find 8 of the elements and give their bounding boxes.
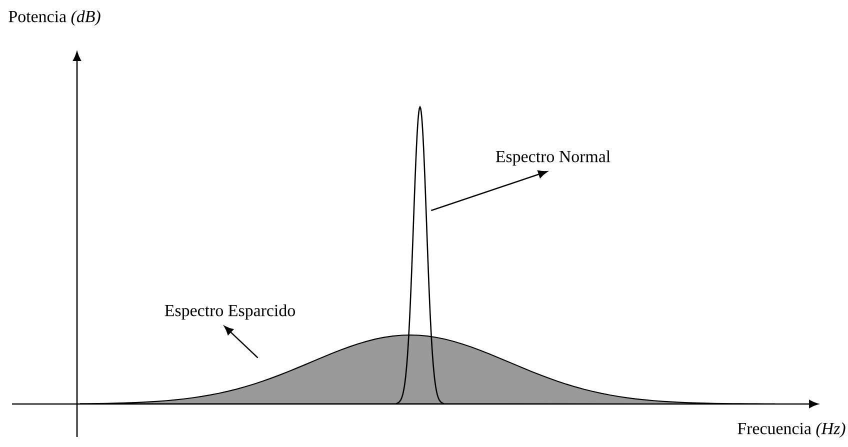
axis-label: Frecuencia (Hz): [738, 422, 846, 438]
leader-arrow: [224, 326, 258, 358]
leader-arrow: [431, 170, 548, 212]
narrow-peak-curve: [396, 106, 444, 404]
spectrum-area: [79, 334, 776, 404]
spectrum-label: Espectro Normal: [496, 150, 610, 166]
axis-label: Potencia (dB): [8, 10, 100, 26]
spectrum-label: Espectro Esparcido: [164, 304, 295, 320]
